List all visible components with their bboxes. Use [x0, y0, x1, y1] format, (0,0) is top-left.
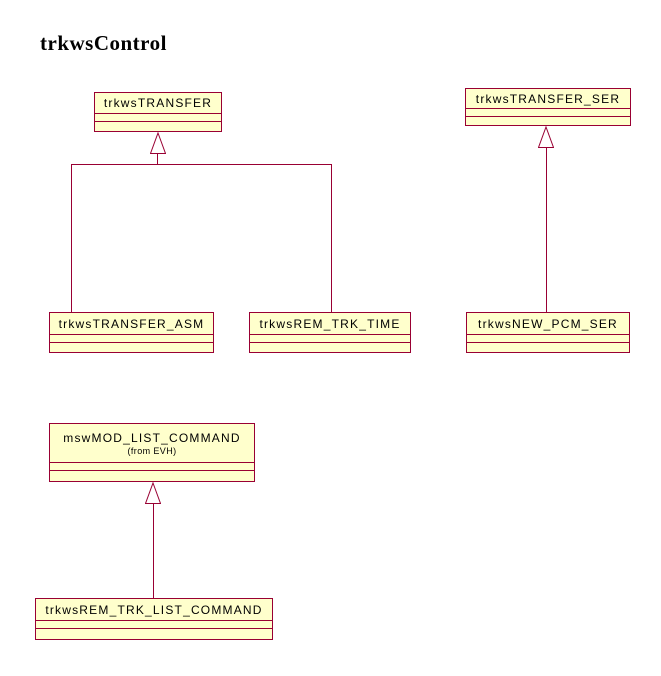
attributes-compartment[interactable] — [50, 334, 213, 342]
class-name-compartment: trkwsREM_TRK_TIME — [250, 313, 410, 334]
attributes-compartment[interactable] — [466, 108, 630, 116]
class-box-trkwsNEW_PCM_SER[interactable]: trkwsNEW_PCM_SER — [466, 312, 630, 353]
class-origin-package: (from EVH) — [127, 445, 177, 456]
class-name-compartment: trkwsTRANSFER_ASM — [50, 313, 213, 334]
generalization-arrowhead-to-trkwsTRANSFER[interactable] — [150, 132, 166, 154]
attributes-compartment[interactable] — [250, 334, 410, 342]
class-name-compartment: trkwsTRANSFER — [95, 93, 221, 113]
class-name: trkwsREM_TRK_TIME — [259, 316, 401, 331]
operations-compartment[interactable] — [36, 628, 272, 639]
operations-compartment[interactable] — [467, 342, 629, 352]
class-box-trkwsTRANSFER_SER[interactable]: trkwsTRANSFER_SER — [465, 88, 631, 126]
generalization-line-from-trkwsREM_TRK_LIST_COMMAND[interactable] — [153, 503, 154, 598]
attributes-compartment[interactable] — [467, 334, 629, 342]
operations-compartment[interactable] — [50, 342, 213, 352]
class-name-compartment: mswMOD_LIST_COMMAND (from EVH) — [50, 424, 254, 462]
class-name-compartment: trkwsREM_TRK_LIST_COMMAND — [36, 599, 272, 620]
attributes-compartment[interactable] — [50, 462, 254, 470]
class-name-compartment: trkwsTRANSFER_SER — [466, 89, 630, 108]
generalization-line-from-trkwsTRANSFER_ASM[interactable] — [71, 164, 72, 312]
operations-compartment[interactable] — [50, 470, 254, 481]
generalization-arrowhead-to-mswMOD_LIST_COMMAND[interactable] — [145, 482, 161, 504]
class-box-trkwsTRANSFER[interactable]: trkwsTRANSFER — [94, 92, 222, 132]
class-name: trkwsNEW_PCM_SER — [478, 316, 618, 331]
generalization-line-from-trkwsREM_TRK_TIME[interactable] — [331, 164, 332, 312]
class-name: trkwsTRANSFER_SER — [475, 91, 621, 106]
class-name: trkwsREM_TRK_LIST_COMMAND — [45, 602, 263, 617]
class-name: trkwsTRANSFER — [103, 96, 213, 110]
generalization-line-branch-horizontal[interactable] — [71, 164, 332, 165]
class-box-mswMOD_LIST_COMMAND[interactable]: mswMOD_LIST_COMMAND (from EVH) — [49, 423, 255, 482]
class-box-trkwsREM_TRK_LIST_COMMAND[interactable]: trkwsREM_TRK_LIST_COMMAND — [35, 598, 273, 640]
class-box-trkwsTRANSFER_ASM[interactable]: trkwsTRANSFER_ASM — [49, 312, 214, 353]
generalization-arrowhead-to-trkwsTRANSFER_SER[interactable] — [538, 126, 554, 148]
attributes-compartment[interactable] — [36, 620, 272, 628]
operations-compartment[interactable] — [95, 121, 221, 131]
diagram-title: trkwsControl — [40, 31, 167, 55]
class-name-compartment: trkwsNEW_PCM_SER — [467, 313, 629, 334]
generalization-line-stub-trkwsTRANSFER[interactable] — [157, 154, 158, 164]
class-box-trkwsREM_TRK_TIME[interactable]: trkwsREM_TRK_TIME — [249, 312, 411, 353]
class-name: trkwsTRANSFER_ASM — [58, 316, 205, 331]
class-name: mswMOD_LIST_COMMAND — [63, 430, 241, 445]
operations-compartment[interactable] — [466, 116, 630, 125]
attributes-compartment[interactable] — [95, 113, 221, 121]
generalization-line-from-trkwsNEW_PCM_SER[interactable] — [546, 148, 547, 312]
operations-compartment[interactable] — [250, 342, 410, 352]
